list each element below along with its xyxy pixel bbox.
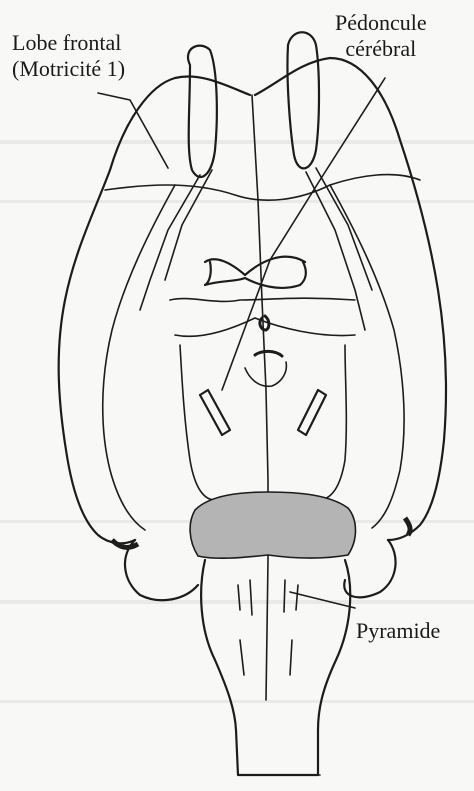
hypophysis [260, 316, 269, 330]
label-pedoncule-line1: Pédoncule [335, 10, 427, 36]
mammillary-body [255, 351, 282, 356]
right-olfactory-stalk-inner [316, 168, 372, 290]
left-inner-contour [103, 185, 175, 530]
midline-fissure [252, 95, 268, 700]
optic-chiasma [205, 257, 306, 288]
leader-pedoncule [222, 78, 385, 390]
spinal-cord [236, 730, 318, 775]
label-lobe-frontal: Lobe frontal (Motricité 1) [12, 30, 125, 82]
medulla-oblongata [201, 560, 350, 730]
right-olfactory-tract [287, 32, 319, 168]
right-peduncle-mark [298, 390, 326, 435]
left-cerebellum [125, 540, 198, 600]
midbrain-outline [180, 345, 346, 500]
left-peduncle-mark [200, 390, 230, 435]
frontal-lobe-border [105, 175, 420, 201]
pons [190, 492, 355, 558]
label-pyramide: Pyramide [356, 618, 440, 644]
right-fissure-dark [405, 518, 410, 535]
label-pedoncule-line2: cérébral [335, 36, 427, 62]
label-lobe-frontal-line1: Lobe frontal [12, 30, 125, 56]
leader-lobe-frontal [98, 93, 168, 168]
label-pedoncule-cerebral: Pédoncule cérébral [335, 10, 427, 62]
left-olfactory-tract [188, 46, 217, 177]
left-hemisphere-outline [59, 76, 250, 543]
label-lobe-frontal-line2: (Motricité 1) [12, 56, 125, 82]
